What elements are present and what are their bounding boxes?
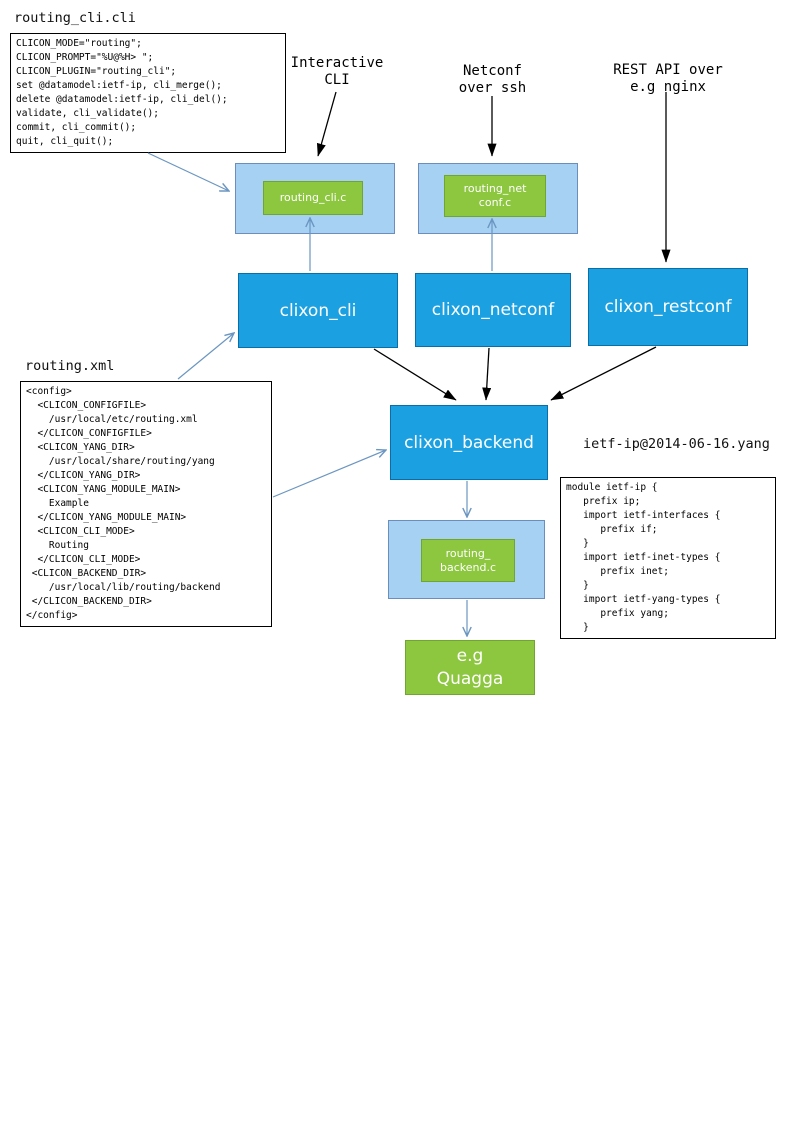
rest-api-label: REST API over e.g nginx xyxy=(613,62,723,95)
arrow-routing-cli-code-to-panel xyxy=(147,152,229,191)
routing-cli-c-panel: routing_cli.c xyxy=(235,163,395,234)
quagga-node: e.g Quagga xyxy=(405,640,535,695)
routing-backend-c-node: routing_ backend.c xyxy=(421,539,515,582)
routing-netconf-c-node: routing_net conf.c xyxy=(444,175,546,217)
arrow-interactive-cli-to-routing-cli-panel xyxy=(316,91,337,157)
arrow-clixon-netconf-to-clixon-backend xyxy=(482,347,492,401)
arrow-routing-xml-to-clixon-cli xyxy=(177,333,234,380)
arrow-routing-xml-to-clixon-backend xyxy=(272,450,386,498)
routing-cli-code-box: CLICON_MODE="routing"; CLICON_PROMPT="%U… xyxy=(10,33,286,153)
interactive-cli-label: Interactive CLI xyxy=(290,55,384,88)
arrow-clixon-cli-to-clixon-backend xyxy=(373,348,457,401)
routing-backend-c-panel: routing_ backend.c xyxy=(388,520,545,599)
netconf-over-ssh-label: Netconf over ssh xyxy=(458,63,527,96)
routing-cli-c-node: routing_cli.c xyxy=(263,181,363,215)
clixon-backend-node: clixon_backend xyxy=(390,405,548,480)
arrow-clixon-restconf-to-clixon-backend xyxy=(550,346,657,401)
routing-netconf-c-panel: routing_net conf.c xyxy=(418,163,578,234)
clixon-netconf-node: clixon_netconf xyxy=(415,273,571,347)
routing-cli-file-label: routing_cli.cli xyxy=(14,10,136,26)
routing-xml-code-box: <config> <CLICON_CONFIGFILE> /usr/local/… xyxy=(20,381,272,627)
routing-xml-file-label: routing.xml xyxy=(25,358,115,374)
yang-file-label: ietf-ip@2014-06-16.yang xyxy=(583,436,770,452)
clixon-restconf-node: clixon_restconf xyxy=(588,268,748,346)
clixon-cli-node: clixon_cli xyxy=(238,273,398,348)
yang-code-box: module ietf-ip { prefix ip; import ietf-… xyxy=(560,477,776,639)
